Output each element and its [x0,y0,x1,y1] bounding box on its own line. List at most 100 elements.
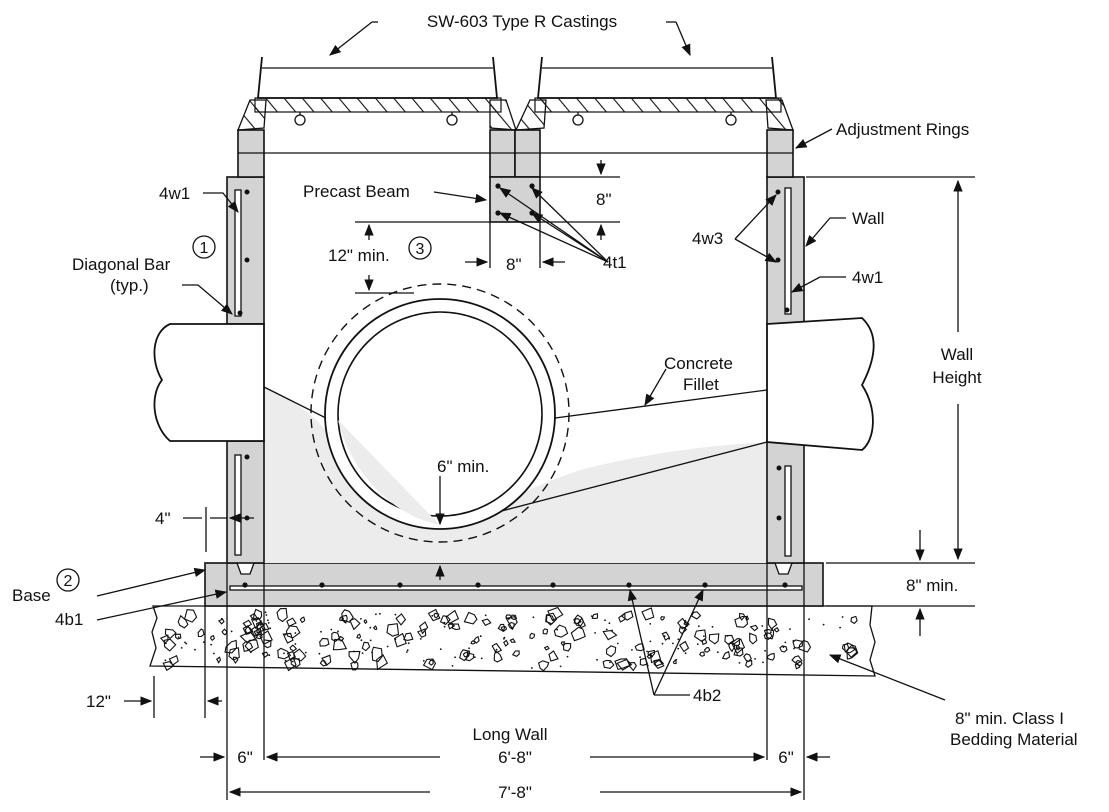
aggregate-stone [341,614,348,624]
aggregate-grain [267,619,269,622]
aggregate-grain [185,642,188,645]
aggregate-grain [443,625,446,628]
aggregate-stone [363,619,368,625]
aggregate-stone [276,607,288,623]
aggregate-stone [745,615,750,622]
4b2-label: 4b2 [693,686,721,705]
aggregate-grain [608,622,611,625]
aggregate-stone [331,631,340,642]
note-circle-3 [408,236,432,260]
aggregate-stone [285,625,301,639]
aggregate-stone [510,614,518,621]
castings-label: SW-603 Type R Castings [427,12,617,31]
aggregate-stone [416,628,427,638]
aggregate-grain [605,628,608,631]
overall-width-label: 7'-8" [498,783,532,802]
aggregate-stone [224,639,238,654]
aggregate-grain [443,621,446,624]
aggregate-stone [463,611,478,625]
aggregate-grain [213,652,215,655]
aggregate-grain [318,652,321,655]
aggregate-grain [210,643,213,646]
aggregate-stone [332,638,348,651]
aggregate-stone [845,647,858,658]
aggregate-grain [343,621,346,623]
aggregate-stone [678,640,690,653]
bedding-material [149,605,876,677]
aggregate-grain [255,620,258,622]
aggregate-stone [249,612,259,621]
aggregate-grain [180,647,183,649]
beam-depth-label: 8" [596,190,612,209]
aggregate-stone [728,642,736,653]
aggregate-stone [543,645,550,651]
aggregate-grain [716,651,719,654]
wall-bars [234,187,792,557]
aggregate-grain [164,659,167,662]
aggregate-grain [684,619,687,622]
aggregate-grain [406,649,409,652]
aggregate-stone [433,612,440,619]
4w1-left-label: 4w1 [159,184,190,203]
aggregate-stone [745,659,753,668]
aggregate-stone [724,634,735,645]
aggregate-stone [159,634,169,644]
aggregate-grain [337,630,339,633]
beam-width-label: 8" [506,255,522,274]
aggregate-grain [466,650,469,653]
note-1-text: 1 [200,240,209,257]
aggregate-stone [621,610,634,621]
aggregate-stone [721,650,731,660]
clearance-label: 12" min. [328,246,390,265]
aggregate-stone [228,647,240,661]
aggregate-grain [703,635,705,637]
note-circle-1 [192,235,216,259]
aggregate-stone [493,650,503,663]
aggregate-stone [850,615,858,625]
aggregate-grain [822,623,825,626]
aggregate-grain [479,635,482,638]
aggregate-grain [369,626,372,629]
aggregate-grain [639,656,641,659]
aggregate-stone [395,613,407,626]
aggregate-grain [782,646,785,648]
aggregate-stone [356,633,362,639]
aggregate-stone [672,659,677,665]
aggregate-stone [491,642,503,654]
aggregate-stone [183,609,198,623]
aggregate-stone [795,659,803,667]
long-wall-label: Long Wall [473,725,548,744]
aggregate-grain [360,618,362,620]
aggregate-stone [348,650,361,664]
aggregate-grain [668,637,671,640]
casting-right [514,56,794,131]
aggregate-stone [591,613,599,619]
aggregate-stone [605,645,617,658]
aggregate-stone [749,632,758,645]
leader-lines [96,21,975,800]
aggregate-grain [473,656,476,659]
aggregate-grain [556,628,559,631]
aggregate-stone [451,623,461,631]
aggregate-stone [350,660,359,671]
aggregate-grain [202,641,205,643]
aggregate-stone [393,632,407,648]
bar-4b1 [229,585,803,591]
aggregate-grain [675,658,678,661]
bedding-label-1: 8" min. Class I [955,709,1064,728]
aggregate-stone [511,650,520,657]
aggregate-grain [590,615,593,617]
aggregate-stone [473,635,480,644]
aggregate-grain [439,648,442,650]
base-thickness-label: 8" min. [906,576,958,595]
aggregate-stone [509,638,517,643]
aggregate-grain [220,617,223,620]
aggregate-grain [793,647,795,650]
aggregate-stone [250,617,263,630]
aggregate-grain [649,623,652,625]
aggregate-grain [649,640,652,643]
aggregate-stone [232,656,239,664]
aggregate-stone [286,617,297,628]
left-pipe [153,323,265,442]
